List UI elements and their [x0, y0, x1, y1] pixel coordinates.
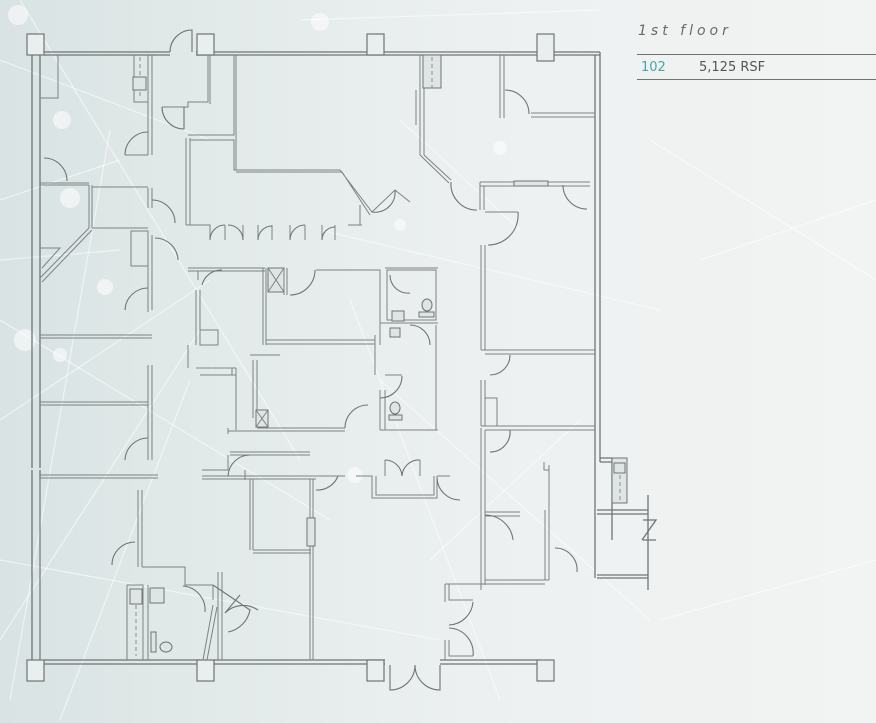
suite-number[interactable]: 102	[641, 59, 666, 75]
interior-walls	[39, 54, 628, 661]
columns	[26, 33, 555, 682]
suite-area: 5,125 RSF	[699, 59, 766, 75]
floor-plan	[26, 29, 658, 691]
exterior-walls	[31, 51, 658, 665]
floor-title: 1st floor	[638, 23, 732, 39]
suite-row[interactable]: 102 5,125 RSF	[637, 55, 876, 80]
divider	[637, 54, 876, 55]
floor-info-panel: 1st floor 102 5,125 RSF	[637, 18, 876, 80]
doors	[43, 29, 588, 691]
